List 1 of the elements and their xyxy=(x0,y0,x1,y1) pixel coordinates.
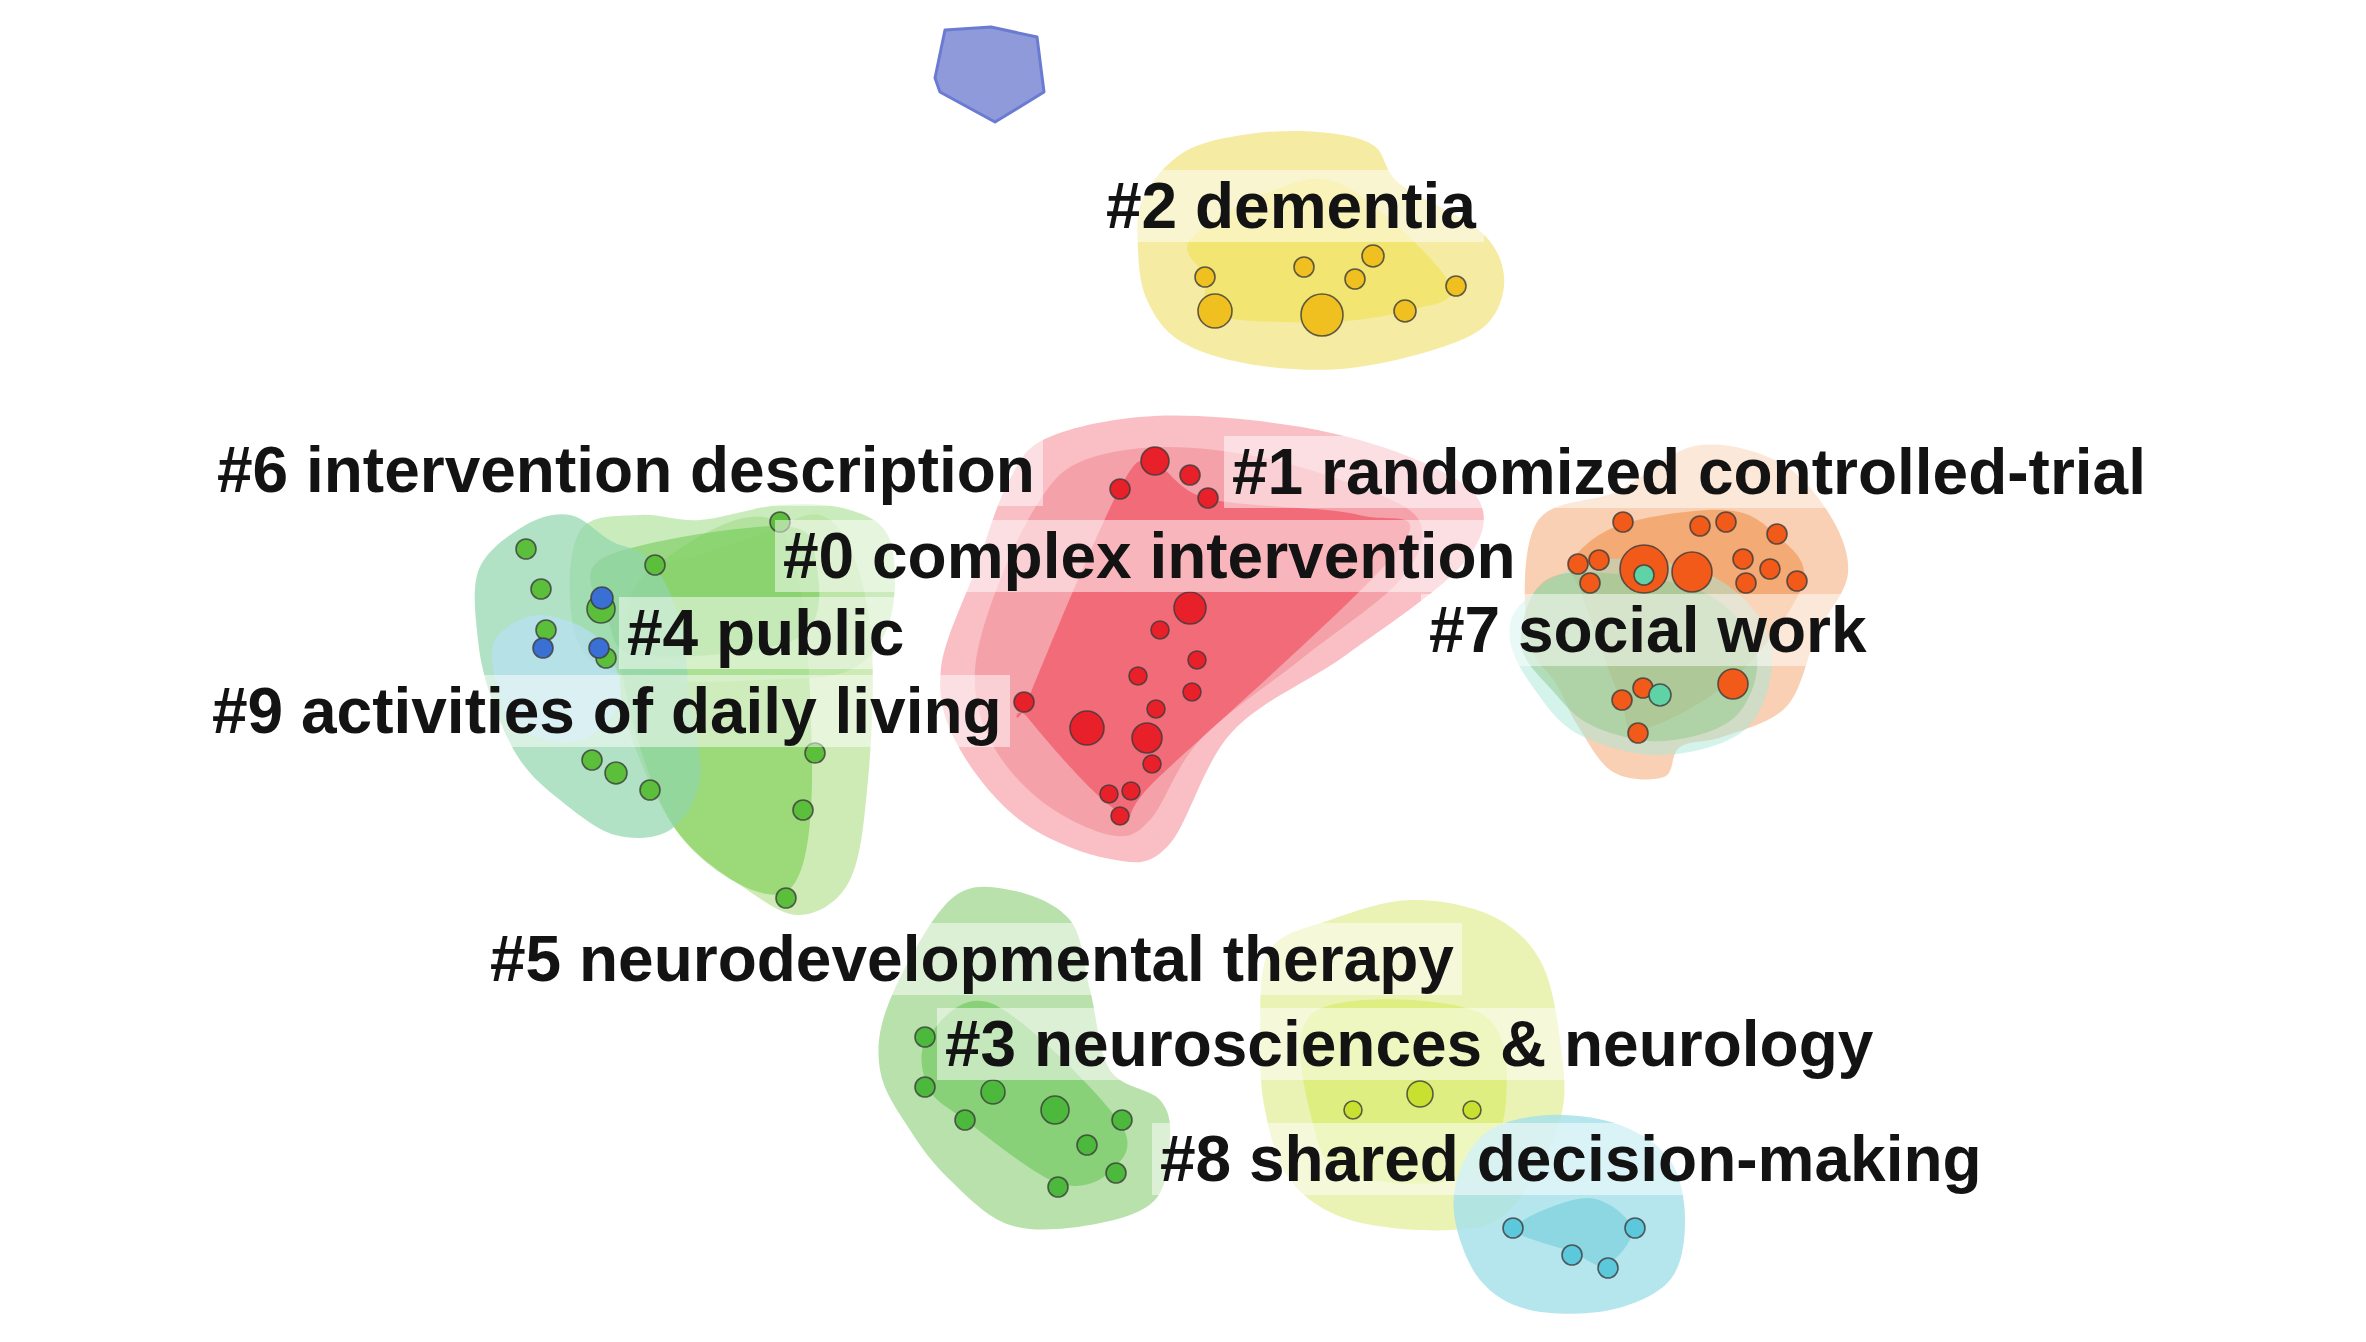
cluster-region xyxy=(933,25,1046,124)
